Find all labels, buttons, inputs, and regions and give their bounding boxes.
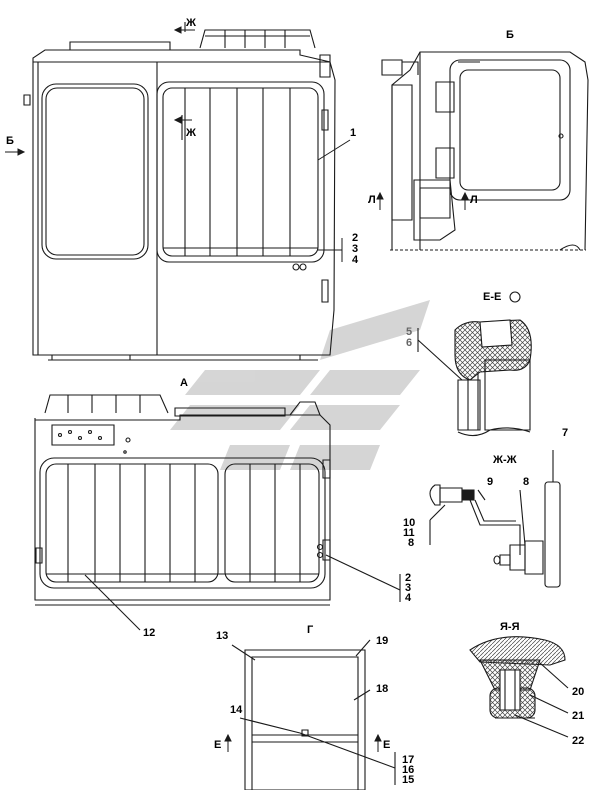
callout-10: 10 <box>403 517 416 529</box>
section-mark-e-left: Е <box>214 739 222 751</box>
side-view <box>24 22 335 360</box>
view-a <box>35 395 400 630</box>
callout-11: 11 <box>403 527 415 539</box>
callout-3-bottom: 3 <box>405 582 412 594</box>
view-label-b: Б <box>506 29 514 41</box>
view-b-arrows <box>376 191 469 210</box>
section-mark-b-left: Б <box>6 135 14 147</box>
view-label-yaya: Я-Я <box>500 621 520 633</box>
callout-4-bottom: 4 <box>405 592 412 604</box>
callout-16: 16 <box>402 764 415 776</box>
callout-6: 6 <box>406 337 413 349</box>
view-zhzh <box>430 450 560 587</box>
section-mark-zh-mid: Ж <box>186 127 196 139</box>
callout-15: 15 <box>402 774 415 786</box>
view-g <box>232 640 395 790</box>
view-g-arrows <box>224 733 382 752</box>
callout-5: 5 <box>406 326 413 338</box>
section-mark-l-right: Л <box>470 194 478 206</box>
section-mark-zh-top: Ж <box>186 17 196 29</box>
callout-4-top: 4 <box>352 254 359 266</box>
callout-18: 18 <box>376 683 389 695</box>
callout-21: 21 <box>572 710 585 722</box>
callout-8-bottom: 8 <box>408 537 415 549</box>
view-ee <box>418 292 531 436</box>
callout-1: 1 <box>350 127 357 139</box>
callout-20: 20 <box>572 686 585 698</box>
view-label-a: А <box>180 377 188 389</box>
section-mark-e-right: Е <box>383 739 391 751</box>
view-b <box>382 52 588 250</box>
callout-8-top: 8 <box>523 476 530 488</box>
callout-9: 9 <box>487 476 494 488</box>
callout-7: 7 <box>562 427 569 439</box>
section-mark-l-left: Л <box>368 194 376 206</box>
view-label-g: Г <box>307 624 314 636</box>
watermark-logo <box>170 300 430 470</box>
callout-2-bottom: 2 <box>405 572 412 584</box>
callout-19: 19 <box>376 635 389 647</box>
view-label-zhzh: Ж-Ж <box>493 454 517 466</box>
callout-12: 12 <box>143 627 156 639</box>
callout-2-top: 2 <box>352 232 359 244</box>
callout-17: 17 <box>402 754 415 766</box>
side-view-arrows <box>5 26 350 262</box>
view-label-ee: Е-Е <box>483 291 502 303</box>
callout-22: 22 <box>572 735 585 747</box>
callout-3-top: 3 <box>352 243 359 255</box>
view-yaya <box>470 637 568 737</box>
callout-13: 13 <box>216 630 229 642</box>
callout-14: 14 <box>230 704 243 716</box>
